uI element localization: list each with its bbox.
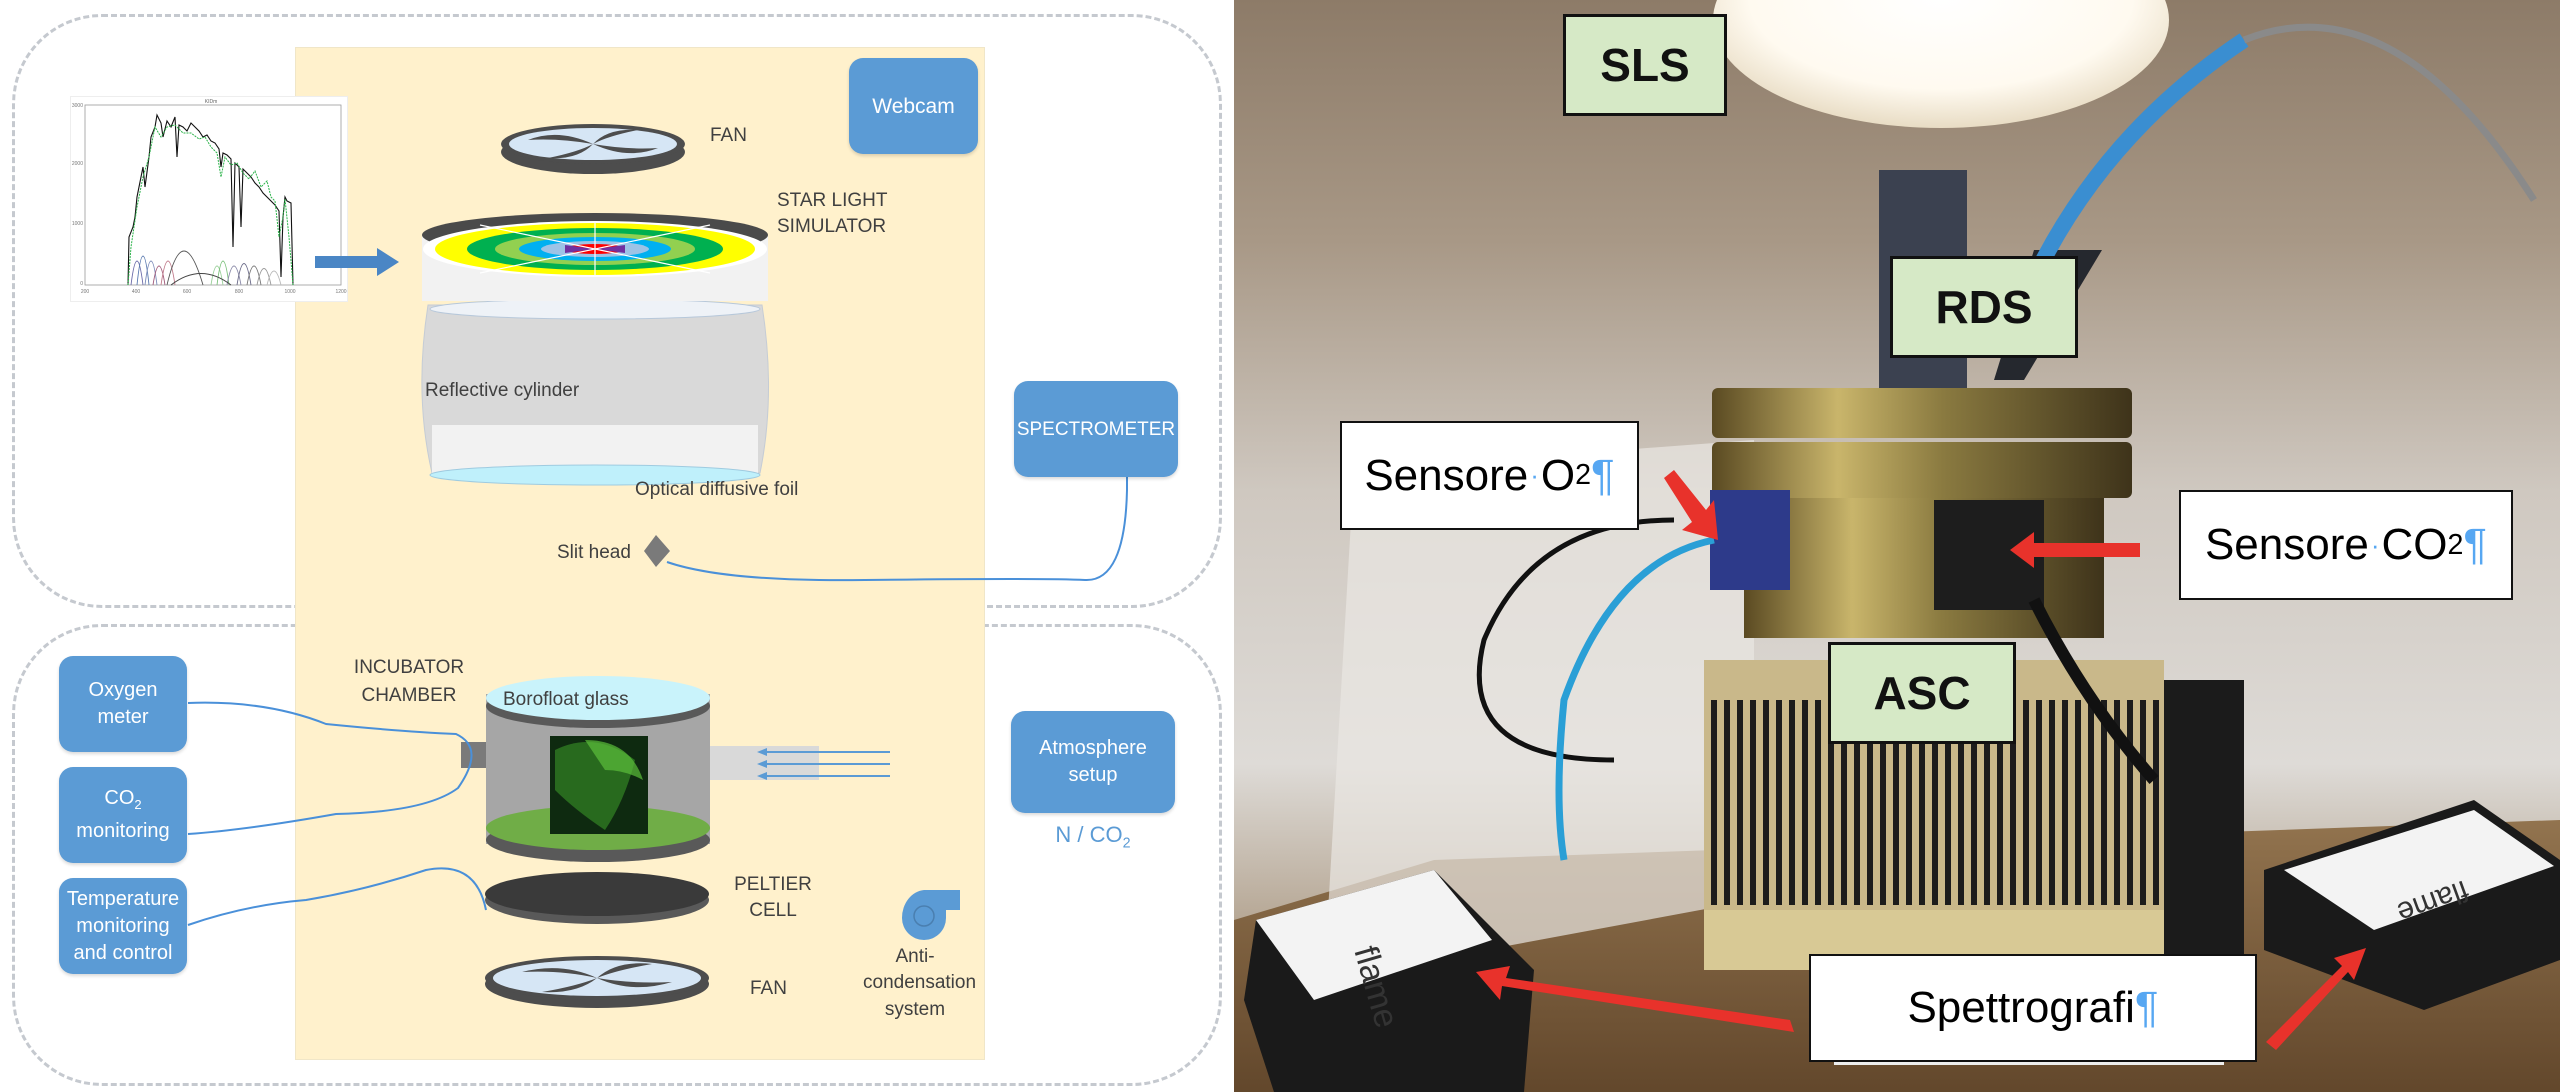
anti-condensation-line1: Anti- [895, 946, 935, 967]
bottom-fan-label: FAN [750, 978, 787, 999]
o2-subscript: 2 [1575, 459, 1592, 491]
simulator-label-line2: SIMULATOR [777, 216, 887, 237]
callout-underline [1834, 1062, 2224, 1065]
oxygen-meter-button[interactable]: Oxygen meter [59, 656, 187, 752]
co2-formula: CO [2381, 520, 2448, 569]
x-tick: 1200 [335, 289, 346, 295]
peltier-label-line2: CELL [749, 900, 797, 921]
y-tick: 3000 [72, 103, 83, 109]
x-tick: 800 [235, 289, 244, 295]
x-tick: 1000 [284, 289, 295, 295]
callout-arrows [1476, 470, 2366, 1050]
gas-mixture-formula: N / CO [1055, 822, 1123, 847]
spectrograph-left-arrow-icon [1476, 966, 1794, 1032]
spectrographs-word: Spettrografi [1907, 983, 2135, 1032]
simulator-label-line1: STAR LIGHT [777, 190, 888, 211]
borofloat-glass-label: Borofloat glass [503, 689, 629, 710]
co2-subscript: 2 [2447, 528, 2464, 561]
blower-icon [901, 890, 960, 940]
rds-tag: RDS [1890, 256, 2078, 358]
optical-fiber [666, 472, 1128, 582]
gas-mixture-subscript: 2 [1122, 835, 1131, 852]
spectrograph-right-arrow-icon [2266, 948, 2366, 1050]
diffusive-foil-label: Optical diffusive foil [635, 479, 799, 500]
pilcrow-mark: ¶ [2463, 520, 2488, 569]
fan-icon [501, 124, 685, 174]
co2-monitoring-line2: monitoring [76, 820, 170, 842]
oxygen-meter-line1: Oxygen [88, 679, 158, 701]
bottom-fan-icon [485, 956, 709, 1008]
peltier-label-line1: PELTIER [734, 874, 812, 895]
asc-body [1744, 498, 2104, 638]
setup-diagram: KIDm 200 400 600 800 1000 1200 0 1000 20… [0, 0, 1232, 1092]
co2-sensor-word: Sensore [2204, 520, 2369, 569]
anti-condensation-line3: system [884, 999, 946, 1020]
temperature-control-button[interactable]: Temperature monitoring and control [59, 878, 187, 974]
y-tick: 2000 [72, 161, 83, 167]
slit-head-label: Slit head [557, 542, 631, 563]
atmosphere-line2: setup [1068, 764, 1118, 786]
x-tick: 400 [132, 289, 141, 295]
co2-arrow-icon [2010, 532, 2140, 568]
space-marker: · [2370, 529, 2380, 560]
space-marker: · [1530, 460, 1539, 490]
light-source [1713, 0, 2169, 128]
atmosphere-setup-button[interactable]: Atmosphere setup [1011, 711, 1175, 813]
o2-sensor-word: Sensore [1364, 450, 1529, 500]
atmosphere-line1: Atmosphere [1039, 737, 1147, 759]
peltier-cell [485, 872, 709, 924]
spectrometer-button[interactable]: SPECTROMETER [1014, 381, 1178, 477]
temperature-line3: and control [73, 941, 173, 964]
slit-head-icon [644, 535, 670, 567]
sls-tag: SLS [1563, 14, 1727, 116]
spectrum-inset: KIDm 200 400 600 800 1000 1200 0 1000 20… [70, 96, 348, 302]
co2-monitoring-formula: CO [104, 787, 135, 809]
webcam-button[interactable]: Webcam [849, 58, 978, 154]
incubator-label-line2: CHAMBER [361, 685, 457, 706]
measured-spectrum [127, 113, 294, 286]
pilcrow-mark: ¶ [2134, 983, 2159, 1032]
y-tick: 1000 [72, 221, 83, 227]
sensor-wires [187, 701, 487, 926]
o2-arrow-icon [1664, 470, 1718, 540]
reflective-cylinder-label: Reflective cylinder [425, 380, 580, 401]
gas-mixture-label: N / CO2 [1011, 822, 1175, 856]
temperature-line1: Temperature [66, 887, 180, 910]
o2-formula: O [1540, 450, 1576, 500]
filter-curves [130, 250, 282, 286]
incubator-label-line1: INCUBATOR [353, 657, 465, 678]
star-light-simulator [421, 213, 769, 486]
spectrum-plot: KIDm 200 400 600 800 1000 1200 0 1000 20… [72, 99, 347, 295]
x-tick: 200 [81, 289, 90, 295]
asc-tag: ASC [1828, 642, 2016, 744]
input-arrow-icon [315, 248, 399, 276]
temperature-line2: monitoring [76, 914, 170, 937]
x-tick: 600 [183, 289, 192, 295]
fan-label: FAN [710, 125, 747, 146]
co2-subscript: 2 [134, 797, 142, 812]
spectrum-title: KIDm [205, 99, 218, 105]
co2-monitoring-button[interactable]: CO2 monitoring [59, 767, 187, 863]
y-tick: 0 [80, 281, 83, 287]
pilcrow-mark: ¶ [1591, 450, 1615, 500]
anti-condensation-line2: condensation [863, 972, 977, 993]
oxygen-meter-line2: meter [97, 706, 149, 728]
incubator-chamber [461, 676, 890, 862]
model-spectrum [127, 124, 294, 286]
spectrographs-callout: Spettrografi¶ [1809, 954, 2257, 1062]
